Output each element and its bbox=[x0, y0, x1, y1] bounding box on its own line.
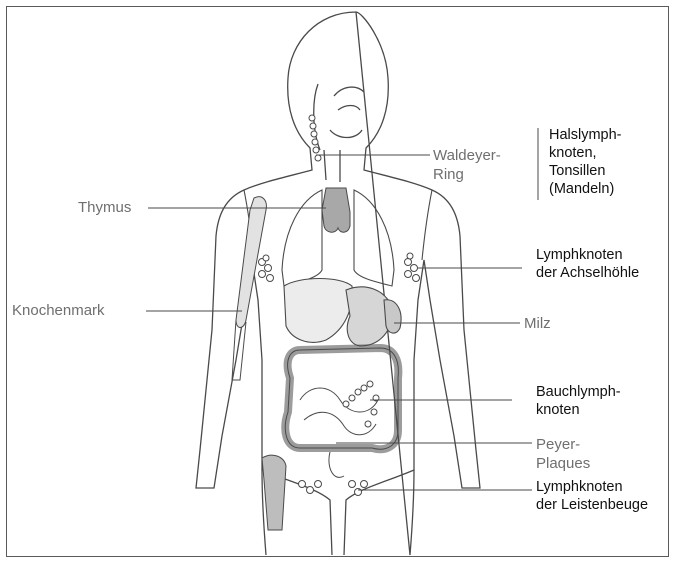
femur-bone bbox=[262, 455, 286, 530]
label-bauch-line1: Bauchlymph- bbox=[536, 383, 621, 401]
label-peyer-line1: Peyer- bbox=[536, 436, 590, 455]
label-waldeyer: Waldeyer- Ring bbox=[433, 147, 501, 185]
label-bauch-line2: knoten bbox=[536, 401, 621, 419]
label-waldeyer-line2: Ring bbox=[433, 166, 501, 185]
left-lung bbox=[282, 190, 322, 286]
label-halslymph-line1: Halslymph- bbox=[549, 126, 622, 144]
label-achsel: Lymphknoten der Achselhöhle bbox=[536, 246, 639, 282]
colon bbox=[285, 348, 398, 449]
label-halslymph: Halslymph- knoten, Tonsillen (Mandeln) bbox=[549, 126, 622, 199]
label-halslymph-line2: knoten, bbox=[549, 144, 622, 162]
label-milz: Milz bbox=[524, 315, 551, 334]
inguinal-lymph-nodes bbox=[299, 481, 368, 496]
label-achsel-line2: der Achselhöhle bbox=[536, 264, 639, 282]
right-axillary-nodes bbox=[405, 253, 420, 282]
label-achsel-line1: Lymphknoten bbox=[536, 246, 639, 264]
label-halslymph-line4: (Mandeln) bbox=[549, 180, 622, 198]
thymus-organ bbox=[322, 188, 350, 232]
label-leisten-line2: der Leistenbeuge bbox=[536, 496, 648, 514]
left-axillary-nodes bbox=[259, 255, 274, 282]
small-intestine bbox=[300, 388, 378, 435]
label-thymus: Thymus bbox=[78, 199, 131, 218]
label-peyer: Peyer- Plaques bbox=[536, 436, 590, 474]
liver bbox=[284, 279, 352, 343]
label-bauch: Bauchlymph- knoten bbox=[536, 383, 621, 419]
label-waldeyer-line1: Waldeyer- bbox=[433, 147, 501, 166]
label-peyer-line2: Plaques bbox=[536, 455, 590, 474]
label-leisten: Lymphknoten der Leistenbeuge bbox=[536, 478, 648, 514]
spleen bbox=[384, 300, 401, 333]
right-lung bbox=[354, 190, 394, 286]
label-leisten-line1: Lymphknoten bbox=[536, 478, 648, 496]
label-halslymph-line3: Tonsillen bbox=[549, 162, 622, 180]
abdominal-lymph-nodes bbox=[343, 381, 379, 427]
label-knochenmark: Knochenmark bbox=[12, 302, 105, 321]
